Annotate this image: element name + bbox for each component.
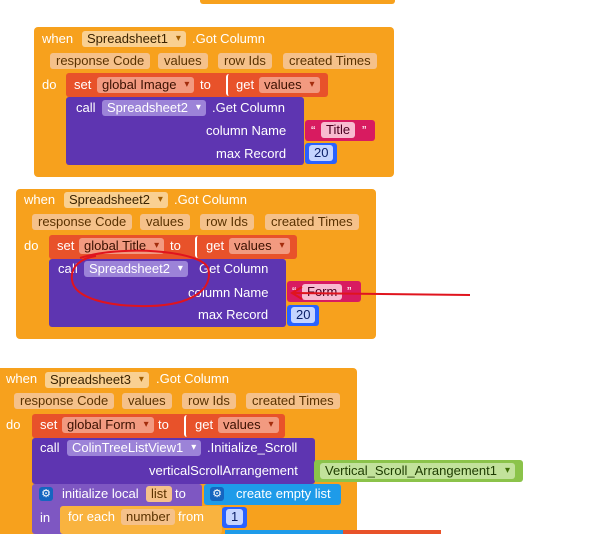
when-keyword: when	[24, 192, 56, 207]
set-keyword: set	[74, 77, 92, 92]
call-keyword-part1: ca	[58, 261, 72, 276]
param-row-ids[interactable]: row Ids	[200, 214, 254, 230]
text-value-title[interactable]: Title	[321, 122, 356, 138]
param-created-times[interactable]: created Times	[265, 214, 359, 230]
component-dropdown-spreadsheet1[interactable]: Spreadsheet1	[82, 31, 186, 47]
mutator-gear-icon[interactable]: ⚙	[210, 487, 224, 501]
component-dropdown-spreadsheet3[interactable]: Spreadsheet3	[45, 372, 149, 388]
method-name: .Initialize_Scroll	[207, 440, 298, 455]
event-name: .Got Column	[192, 31, 265, 46]
create-empty-list-block[interactable]	[204, 484, 341, 505]
component-dropdown-spreadsheet2[interactable]: Spreadsheet2	[102, 100, 206, 116]
variable-dropdown-global-image[interactable]: global Image	[97, 77, 195, 93]
number-value-20[interactable]: 20	[309, 145, 334, 161]
partial-block-bottom-blue[interactable]	[225, 530, 343, 534]
to-keyword: to	[200, 77, 211, 92]
arg-label-column-name-part1: co	[188, 285, 202, 300]
when-keyword: when	[42, 31, 74, 46]
param-values[interactable]: values	[122, 393, 172, 409]
partial-block-top[interactable]	[200, 0, 395, 4]
variable-dropdown-global-form[interactable]: global Form	[62, 417, 154, 433]
param-response-code[interactable]: response Code	[32, 214, 133, 230]
call-keyword: call	[76, 100, 96, 115]
param-values[interactable]: values	[158, 53, 208, 69]
initialize-local-keyword: initialize local	[62, 486, 139, 501]
to-keyword: to	[170, 238, 181, 253]
param-created-times[interactable]: created Times	[283, 53, 377, 69]
component-dropdown-spreadsheet2-circled[interactable]: Spreadsheet2	[84, 261, 188, 277]
param-response-code[interactable]: response Code	[14, 393, 115, 409]
to-keyword: to	[175, 486, 186, 501]
component-dropdown-colintreelistview1[interactable]: ColinTreeListView1	[67, 440, 202, 456]
method-name: Get Column	[199, 261, 269, 276]
getter-dropdown-values[interactable]: values	[218, 417, 279, 433]
arg-label-column-name: column Name	[206, 123, 287, 138]
do-keyword: do	[42, 77, 57, 92]
when-keyword: when	[6, 371, 38, 386]
event-name: .Got Column	[156, 371, 229, 386]
annotation-arrow-head	[290, 286, 303, 300]
set-keyword: set	[40, 417, 58, 432]
loop-variable-number[interactable]: number	[121, 509, 176, 525]
get-keyword: get	[236, 77, 255, 92]
do-keyword: do	[24, 238, 39, 253]
for-each-keyword: for each	[68, 509, 115, 524]
get-keyword: get	[206, 238, 225, 253]
param-row-ids[interactable]: row Ids	[182, 393, 236, 409]
call-keyword: call	[40, 440, 60, 455]
to-keyword: to	[158, 417, 169, 432]
mutator-gear-icon[interactable]: ⚙	[39, 487, 53, 501]
quote-close-icon: ”	[362, 123, 367, 138]
event-name: .Got Column	[174, 192, 247, 207]
number-value-1[interactable]: 1	[226, 509, 244, 525]
arg-label-max-record: max Record	[198, 307, 269, 322]
arg-label-max-record: max Record	[216, 146, 287, 161]
arg-label-vertical-scroll-arrangement: verticalScrollArrangement	[149, 463, 298, 478]
text-value-form[interactable]: Form	[302, 284, 343, 300]
arg-label-column-name-part2: lumn Name	[202, 285, 269, 300]
set-keyword: set	[57, 238, 75, 253]
get-keyword: get	[195, 417, 214, 432]
getter-dropdown-values[interactable]: values	[229, 238, 290, 254]
number-value-20[interactable]: 20	[291, 307, 316, 323]
annotation-circle	[70, 249, 210, 308]
partial-block-bottom-red[interactable]	[343, 530, 441, 534]
component-dropdown-spreadsheet2[interactable]: Spreadsheet2	[64, 192, 168, 208]
from-keyword: from	[178, 509, 204, 524]
method-name: .Get Column	[212, 100, 285, 115]
quote-open-icon: “	[311, 123, 316, 138]
param-created-times[interactable]: created Times	[246, 393, 340, 409]
param-values[interactable]: values	[140, 214, 190, 230]
param-response-code[interactable]: response Code	[50, 53, 151, 69]
in-keyword: in	[40, 510, 51, 525]
do-keyword: do	[6, 417, 21, 432]
component-dropdown-vertical-scroll-arrangement1[interactable]: Vertical_Scroll_Arrangement1	[320, 463, 515, 479]
local-variable-name-list[interactable]: list	[146, 486, 172, 502]
quote-close-icon: ”	[347, 284, 352, 299]
getter-dropdown-values[interactable]: values	[259, 77, 320, 93]
param-row-ids[interactable]: row Ids	[218, 53, 272, 69]
create-empty-list-label: create empty list	[236, 486, 331, 501]
annotation-arrow-line	[293, 292, 471, 296]
